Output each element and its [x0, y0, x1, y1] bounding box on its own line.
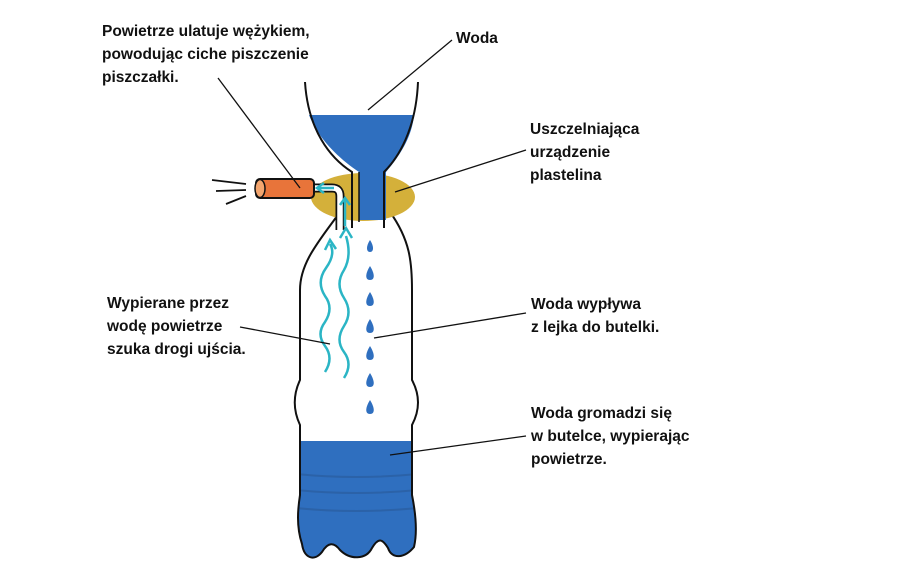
leader-water-flow: [373, 312, 527, 339]
water-drops-icon: [366, 240, 374, 414]
tube-air-arrows-icon: [314, 181, 352, 226]
label-displaced-air: Wypierane przez wodę powietrze szuka dro…: [107, 295, 246, 358]
leader-water-collects: [389, 435, 527, 456]
leader-air-escape: [217, 77, 301, 189]
bottle-water: [294, 441, 418, 558]
air-arrows-icon: [319, 225, 354, 379]
sound-lines-icon: [211, 179, 247, 205]
leader-seal: [394, 149, 527, 193]
label-air-escape: Powietrze ulatuje wężykiem, powodując ci…: [102, 23, 310, 86]
label-water: Woda: [456, 30, 498, 47]
leader-displaced-air: [239, 326, 331, 345]
whistle-tube-icon: [254, 178, 315, 199]
funnel-icon: [304, 81, 419, 228]
leader-lines: [217, 39, 527, 456]
label-water-collects: Woda gromadzi się w butelce, wypierając …: [531, 405, 690, 468]
leader-water: [367, 39, 453, 111]
label-water-flow: Woda wypływa z lejka do butelki.: [531, 296, 660, 336]
label-seal: Uszczelniająca urządzenie plastelina: [530, 121, 640, 184]
bottle-icon: [293, 211, 419, 559]
